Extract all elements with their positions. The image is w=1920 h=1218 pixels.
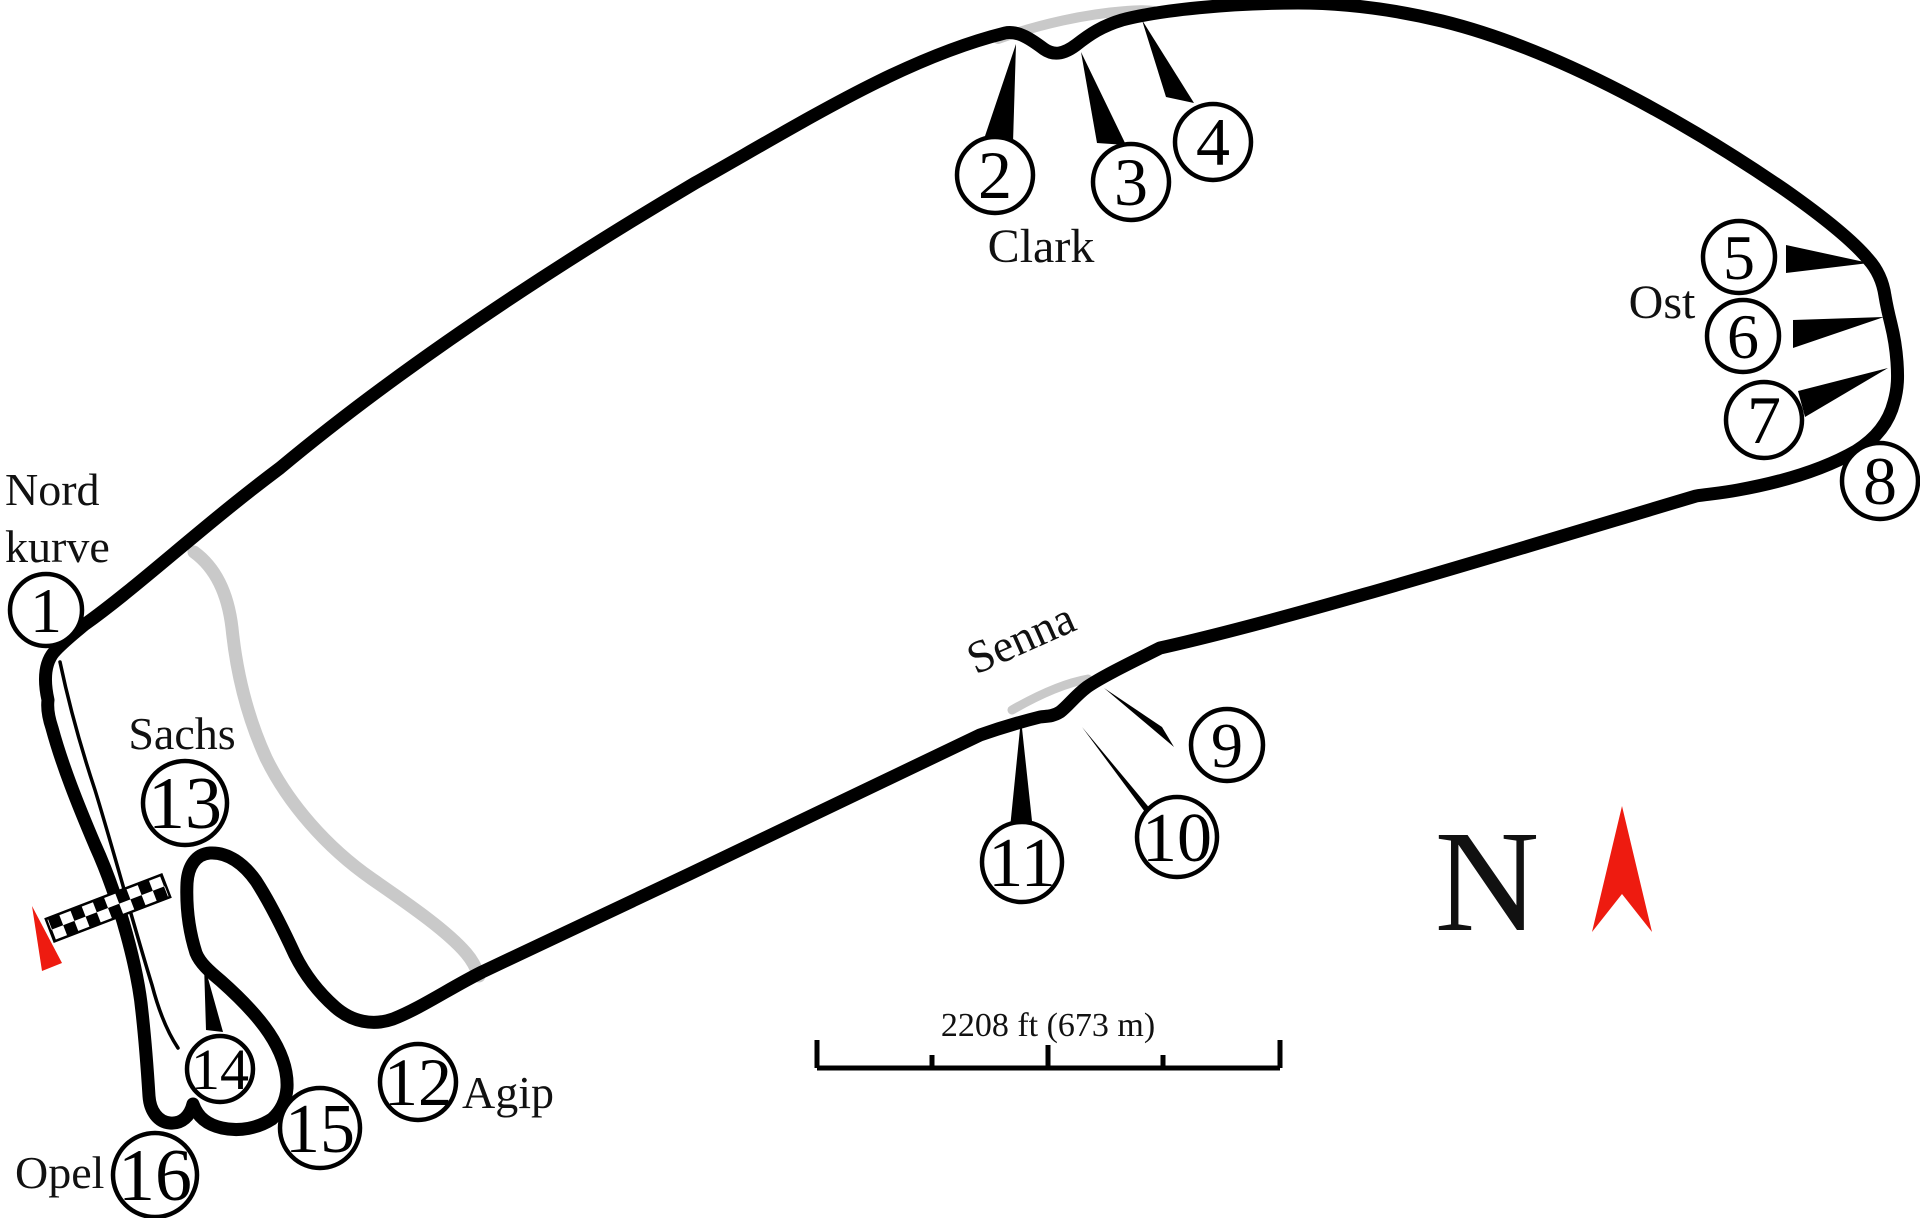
turn-marker-3: 3 [1090,141,1172,223]
corner-labels: Nord kurve Clark Ost Senna Sachs Agip Op… [5,220,1696,1198]
corner-label-nord-line1: Nord [5,464,100,515]
turn-number-8: 8 [1863,443,1897,519]
turn-number-9: 9 [1211,710,1243,781]
turn-number-14: 14 [191,1037,249,1102]
pointer-wedge-9 [1104,688,1174,747]
corner-label-sachs: Sachs [128,708,235,759]
turn-number-3: 3 [1114,144,1148,220]
turn-number-11: 11 [988,825,1055,902]
direction-arrow [32,906,62,971]
turn-number-10: 10 [1142,800,1212,877]
pointer-wedge-3 [1081,52,1126,145]
pointer-wedge-2 [984,44,1016,143]
pointer-wedge-4 [1142,20,1194,103]
pointer-wedge-6 [1793,317,1884,348]
turn-marker-13: 13 [140,758,230,848]
scale-label: 2208 ft (673 m) [941,1007,1155,1044]
track-outline [39,0,1905,1137]
pointer-wedge-10 [1082,727,1162,823]
turn-marker-14: 14 [184,1033,256,1105]
turn-marker-10: 10 [1134,794,1220,880]
old-short-circuit-link [187,545,486,983]
pit-lane-line [58,660,180,1050]
pointer-wedge-5 [1786,245,1869,273]
old-senna-bypass [1007,674,1093,715]
corner-label-ost: Ost [1629,276,1696,329]
turn-markers: 1 2 3 4 5 6 7 8 [7,101,1920,1218]
start-finish-flag [44,872,172,944]
turn-marker-7: 7 [1723,379,1805,461]
turn-marker-11: 11 [979,819,1065,905]
turn-marker-1: 1 [7,571,85,649]
corner-label-clark: Clark [988,220,1095,273]
turn-marker-8: 8 [1839,440,1920,522]
turn-number-7: 7 [1747,382,1781,458]
turn-marker-15: 15 [277,1085,363,1171]
pointer-wedge-7 [1798,368,1888,417]
turn-number-16: 16 [118,1135,192,1217]
turn-marker-5: 5 [1700,218,1778,296]
north-arrow [1592,806,1652,932]
turn-marker-12: 12 [377,1041,459,1123]
turn-number-15: 15 [285,1091,355,1168]
turn-number-13: 13 [148,763,222,845]
scale-bar [814,1040,1283,1071]
turn-number-2: 2 [978,137,1012,213]
north-label: N [1435,802,1540,962]
corner-label-senna: Senna [959,592,1082,684]
corner-label-opel: Opel [15,1147,104,1198]
corner-label-nord-line2: kurve [5,521,110,572]
turn-marker-16: 16 [110,1130,200,1218]
turn-marker-4: 4 [1172,101,1254,183]
turn-number-12: 12 [384,1044,452,1120]
corner-label-agip: Agip [462,1067,554,1118]
turn-marker-9: 9 [1188,706,1266,784]
turn-number-5: 5 [1723,222,1755,293]
turn-marker-6: 6 [1704,297,1782,375]
turn-number-4: 4 [1196,104,1230,180]
pointer-wedge-14 [204,964,223,1032]
turn-number-1: 1 [30,575,62,646]
turn-number-6: 6 [1727,301,1759,372]
turn-marker-2: 2 [954,134,1036,216]
